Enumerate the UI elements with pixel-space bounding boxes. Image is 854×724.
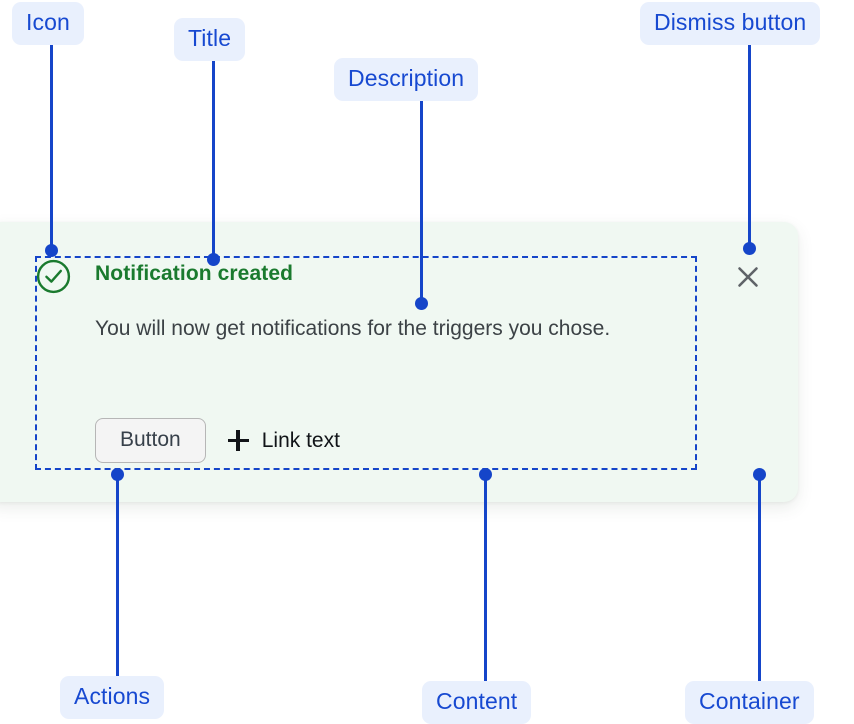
annotation-label-container: Container <box>685 681 814 724</box>
annotation-label-description: Description <box>334 58 479 101</box>
annotation-dot-title <box>207 253 220 266</box>
annotation-dot-dismiss <box>743 242 756 255</box>
notification-action-link-label: Link text <box>261 429 340 452</box>
annotation-dot-actions <box>111 468 124 481</box>
annotation-label-dismiss: Dismiss button <box>640 2 821 45</box>
annotation-label-title: Title <box>174 18 246 61</box>
annotation-label-icon: Icon <box>12 2 84 45</box>
dismiss-button[interactable] <box>733 262 763 292</box>
notification-action-button[interactable]: Button <box>95 418 206 463</box>
annotation-dot-description <box>415 297 428 310</box>
annotation-line-content <box>484 475 487 681</box>
annotation-line-title <box>212 61 215 259</box>
notification-action-link[interactable]: Link text <box>227 429 340 452</box>
notification-content-region <box>35 256 697 470</box>
annotation-line-actions <box>116 475 119 676</box>
annotation-dot-content <box>479 468 492 481</box>
notification-actions: Button Link text <box>95 418 340 463</box>
annotation-line-dismiss <box>748 45 751 248</box>
annotation-line-description <box>420 101 423 303</box>
annotation-dot-icon <box>45 244 58 257</box>
notification-description: You will now get notifications for the t… <box>95 317 611 340</box>
annotation-line-icon <box>50 45 53 250</box>
annotation-label-content: Content <box>422 681 532 724</box>
check-circle-icon <box>36 259 71 294</box>
plus-icon <box>227 430 249 451</box>
notification-title: Notification created <box>95 262 294 285</box>
annotation-dot-container <box>753 468 766 481</box>
annotation-label-actions: Actions <box>60 676 165 719</box>
annotation-line-container <box>758 475 761 681</box>
